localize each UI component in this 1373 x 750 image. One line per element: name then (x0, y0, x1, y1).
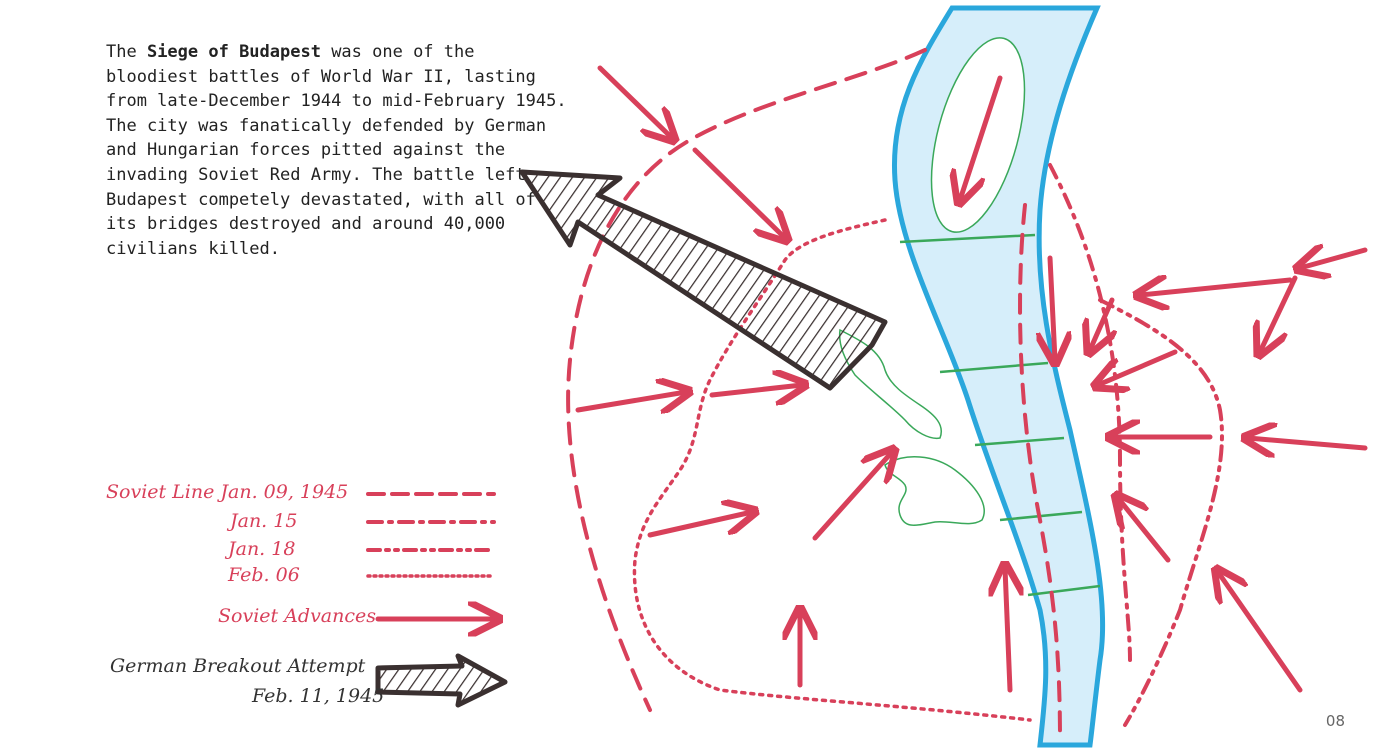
legend-jan15: Jan. 15 (230, 510, 298, 532)
soviet-line-feb06 (632, 218, 1032, 722)
red-arrow-icon (1090, 297, 1112, 350)
intro-strong: Siege of Budapest (146, 42, 321, 62)
intro-post: was one of the bloodiest battles of Worl… (106, 42, 567, 259)
soviet-advances (575, 65, 1368, 693)
red-arrow-icon (709, 385, 802, 395)
bridge (899, 233, 1036, 244)
castle-hill-outline (838, 328, 985, 526)
german-breakout-arrow (519, 169, 888, 391)
red-arrow-icon (1218, 572, 1303, 693)
legend-swatches (366, 492, 508, 708)
legend-soviet-line-jan09: Soviet Line Jan. 09, 1945 (106, 481, 349, 503)
soviet-lines (566, 48, 1224, 742)
soviet-line-jan09-west (566, 48, 927, 712)
red-arrow-icon (1248, 438, 1368, 448)
red-arrow-icon (1260, 275, 1298, 352)
bridge (939, 361, 1049, 374)
bridge (974, 436, 1065, 447)
soviet-line-jan09-east (1018, 203, 1062, 742)
red-arrow-icon (960, 75, 1003, 200)
danube-river (891, 5, 1106, 748)
legend-jan18: Jan. 18 (228, 538, 296, 560)
legend-feb06: Feb. 06 (228, 564, 300, 586)
legend-german-breakout: German Breakout Attempt (110, 655, 366, 677)
slide-number: 08 (1325, 712, 1345, 730)
intro-pre: The (106, 42, 147, 62)
legend-breakout-date: Feb. 11, 1945 (252, 685, 385, 707)
intro-paragraph: The Siege of Budapest was one of the blo… (106, 40, 576, 261)
red-arrow-icon (1098, 349, 1178, 385)
legend-swatch-breakout (375, 653, 508, 708)
hatched-black-arrow-icon (519, 169, 888, 391)
red-arrow-icon (647, 512, 752, 538)
red-arrow-icon (812, 452, 892, 541)
legend-soviet-advances: Soviet Advances (218, 605, 377, 627)
red-arrow-icon (1118, 498, 1171, 563)
red-arrow-icon (1300, 250, 1368, 268)
soviet-line-jan18 (1098, 298, 1224, 727)
red-arrow-icon (1005, 568, 1010, 693)
red-arrow-icon (575, 392, 686, 410)
red-arrow-icon (1140, 280, 1293, 295)
red-arrow-icon (692, 147, 785, 238)
red-arrow-icon (597, 65, 672, 138)
red-arrow-icon (1050, 255, 1055, 360)
bridge (1027, 584, 1101, 597)
